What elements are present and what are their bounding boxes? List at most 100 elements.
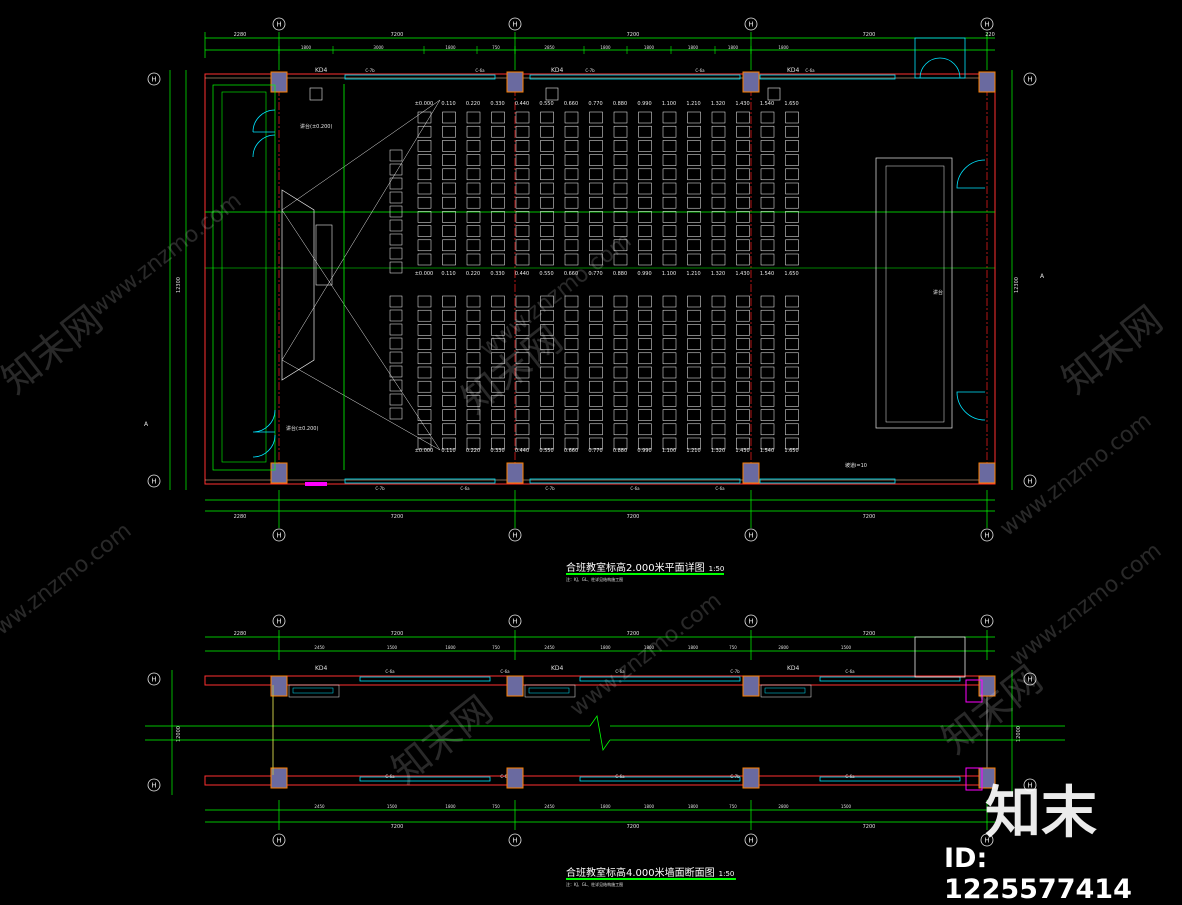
plan-seat-side [389,163,403,176]
plan-seat [711,423,726,436]
plan-seat [613,366,628,379]
plan-seat [736,225,750,237]
plan-projection-line-4 [281,359,441,451]
plan-row-elev-bottom-8: 0.880 [613,448,627,454]
plan-axis-bottom-3-circle [980,528,994,542]
plan-axis-top-1-label: H [512,21,517,29]
plan-seat [785,125,799,138]
plan-seat [589,225,603,237]
plan-podium-label-top: 讲台(±0.200) [300,123,332,130]
plan-seat [736,395,750,407]
plan-vestibule-outer [212,84,276,471]
section-title-underline [566,878,736,880]
plan-axis-top-3-label: H [984,21,989,29]
section-window-bottom-1 [579,776,741,782]
section-sub-dim-3: 750 [492,645,500,650]
plan-seat [589,111,603,124]
plan-window-tag-bottom-1: C-6a [460,486,470,491]
plan-seat [540,409,554,421]
plan-seat [589,239,603,252]
plan-seat [711,409,726,421]
plan-seat [540,239,554,252]
plan-seat [638,196,652,209]
plan-seat [417,409,432,421]
plan-seat [540,395,554,407]
plan-seat [613,239,628,252]
section-column-top-1 [506,675,524,697]
section-window-top-1 [579,676,741,682]
plan-seat [760,409,775,421]
watermark-site-8: www.znzmo.com [566,588,727,721]
plan-seat [564,225,579,237]
plan-column-tag-0: KD4 [315,67,328,74]
plan-row-elev-top-15: 1.650 [784,101,798,107]
plan-seat [736,352,750,365]
plan-column-bottom-1 [506,462,524,484]
plan-seat [442,111,456,124]
plan-window-tag-bottom-4: C-6a [715,486,725,491]
plan-seat [785,352,799,365]
plan-sub-dim-4: 2850 [544,45,555,50]
plan-row-right-bottom-label: H [1027,478,1032,486]
plan-seat [711,111,726,124]
plan-seat [613,168,628,181]
plan-seat [515,111,530,124]
plan-seat [491,295,505,308]
plan-row-right-bottom-circle [1023,474,1037,488]
plan-seat [662,196,677,209]
plan-seat [491,140,505,152]
plan-seat [613,352,628,365]
plan-seat [785,225,799,237]
plan-seat [515,309,530,322]
section-left-dim-text: 12000 [176,726,182,742]
plan-seat [564,437,579,450]
plan-seat [466,395,481,407]
plan-door-left-bottom [252,409,276,458]
plan-seat [564,168,579,181]
plan-seat [417,423,432,436]
plan-seat [687,253,701,266]
plan-seat [785,395,799,407]
plan-seat [589,395,603,407]
plan-seat [564,338,579,350]
section-column-bottom-1 [506,767,524,789]
section-axis-top-0-circle [272,614,286,628]
section-sub-bottom-dim-7: 1800 [688,804,699,809]
watermark-site-6: www.znzmo.com [0,518,136,651]
plan-row-left-bottom-circle [147,474,161,488]
plan-seat [687,352,701,365]
plan-seat [540,225,554,237]
section-window-tag-top-4: C-6a [845,669,855,674]
section-sub-bottom-dim-1: 1500 [387,804,398,809]
plan-row-elev-bottom-15: 1.650 [784,448,798,454]
plan-seat [760,239,775,252]
plan-seat [613,211,628,223]
plan-seat [491,239,505,252]
plan-window-tag-bottom-2: C-7b [545,486,555,491]
plan-seat [417,239,432,252]
plan-seat [711,366,726,379]
plan-column-bottom-0 [270,462,288,484]
section-row-right-bottom-label: H [1027,782,1032,790]
plan-row-elev-top-14: 1.540 [760,101,774,107]
section-title-text: 合班教室标高4.000米墙面断面图 [566,868,715,879]
plan-seat [466,366,481,379]
section-top-dim-0: 7200 [391,631,404,637]
plan-seat [711,395,726,407]
plan-seat-side [389,309,403,322]
plan-door-left-top [252,109,276,158]
plan-row-elev-mid-14: 1.540 [760,271,774,277]
plan-row-elev-bottom-14: 1.540 [760,448,774,454]
plan-title-underline [566,573,724,575]
plan-row-elev-top-7: 0.770 [588,101,602,107]
section-window-top-2 [819,676,961,682]
section-sub-dim-2: 1800 [445,645,456,650]
plan-seat [564,211,579,223]
section-axis-top-3-circle [980,614,994,628]
plan-row-elev-bottom-11: 1.210 [686,448,700,454]
plan-seat-side [389,261,403,274]
plan-seat [711,295,726,308]
plan-row-elev-mid-13: 1.430 [735,271,749,277]
plan-seat [785,140,799,152]
plan-entrance-door [919,57,961,79]
